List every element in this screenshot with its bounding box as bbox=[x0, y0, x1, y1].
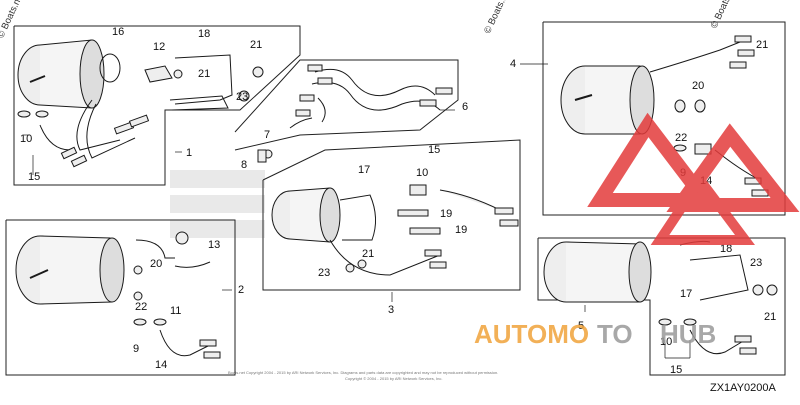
group-box-2 bbox=[5, 219, 236, 376]
callout-23c: 23 bbox=[750, 257, 762, 269]
callout-21d: 21 bbox=[764, 311, 776, 323]
group-box-3 bbox=[262, 139, 521, 291]
callout-14a: 14 bbox=[155, 359, 167, 371]
callout-3: 3 bbox=[388, 304, 394, 316]
callout-19b: 19 bbox=[455, 224, 467, 236]
fine-print-line-1: Boats.net Copyright 2004 - 2015 by ARI N… bbox=[228, 370, 498, 375]
gauge-assembly-2 bbox=[15, 231, 221, 359]
callout-11: 11 bbox=[170, 305, 181, 317]
callout-21a: 21 bbox=[250, 39, 262, 51]
callout-19a: 19 bbox=[440, 208, 452, 220]
callout-17a: 17 bbox=[358, 164, 370, 176]
callout-23b: 23 bbox=[318, 267, 330, 279]
callout-20b: 20 bbox=[692, 80, 704, 92]
watermark-text-b: TO bbox=[597, 319, 633, 349]
callout-20a: 20 bbox=[150, 258, 162, 270]
callout-13: 13 bbox=[208, 239, 220, 251]
callout-21c: 21 bbox=[362, 248, 374, 260]
gauge-assembly-1 bbox=[17, 39, 264, 168]
callout-10b: 10 bbox=[416, 167, 428, 179]
watermark-text-c: HUB bbox=[660, 319, 716, 349]
callout-15a: 15 bbox=[28, 171, 40, 183]
gauge-assembly-5 bbox=[543, 240, 778, 355]
gauge-assembly-3 bbox=[271, 184, 519, 276]
callout-21b: 21 bbox=[198, 68, 210, 80]
callout-7: 7 bbox=[264, 129, 270, 141]
leader-lines bbox=[24, 63, 691, 359]
callout-labels: 16 12 18 21 21 23 10 1 15 7 8 6 17 15 10… bbox=[20, 26, 776, 376]
gauge-assembly-4 bbox=[560, 35, 769, 197]
callout-6: 6 bbox=[462, 101, 468, 113]
callout-18a: 18 bbox=[198, 28, 210, 40]
callout-10a: 10 bbox=[20, 133, 32, 145]
callout-16: 16 bbox=[112, 26, 124, 38]
diagram-code: ZX1AY0200A bbox=[710, 382, 777, 394]
group-outlines bbox=[5, 21, 786, 376]
callout-22b: 22 bbox=[675, 132, 687, 144]
callout-2: 2 bbox=[238, 284, 244, 296]
group-box-6 bbox=[234, 59, 459, 151]
group-box-4 bbox=[542, 21, 786, 216]
callout-10c: 10 bbox=[660, 336, 672, 348]
callout-8: 8 bbox=[241, 159, 247, 171]
callout-1: 1 bbox=[186, 147, 192, 159]
callout-18b: 18 bbox=[720, 243, 732, 255]
copyright-watermark: © Boats.net bbox=[0, 0, 27, 40]
watermark-text-a: AUTOMO bbox=[474, 319, 589, 349]
callout-22a: 22 bbox=[135, 301, 147, 313]
group-box-5 bbox=[537, 237, 786, 376]
callout-17b: 17 bbox=[680, 288, 692, 300]
callout-12: 12 bbox=[153, 41, 165, 53]
group-box-1 bbox=[13, 25, 301, 186]
callout-15b: 15 bbox=[428, 144, 440, 156]
fine-print-line-2: Copyright © 2004 - 2015 by ARI Network S… bbox=[345, 376, 442, 381]
callout-23a: 23 bbox=[236, 91, 248, 103]
copyright-corner: © Boats.net bbox=[709, 0, 740, 30]
callout-9a: 9 bbox=[133, 343, 139, 355]
background-honda-watermark bbox=[170, 170, 265, 238]
wiring-harness-6 bbox=[257, 64, 453, 163]
callout-21e: 21 bbox=[756, 39, 768, 51]
copyright-header: © Boats.net bbox=[482, 0, 513, 35]
automotohub-watermark-logo: AUTOMO TO HUB bbox=[474, 112, 800, 349]
callout-4: 4 bbox=[510, 58, 516, 70]
callout-5: 5 bbox=[578, 320, 584, 332]
callout-15c: 15 bbox=[670, 364, 682, 376]
